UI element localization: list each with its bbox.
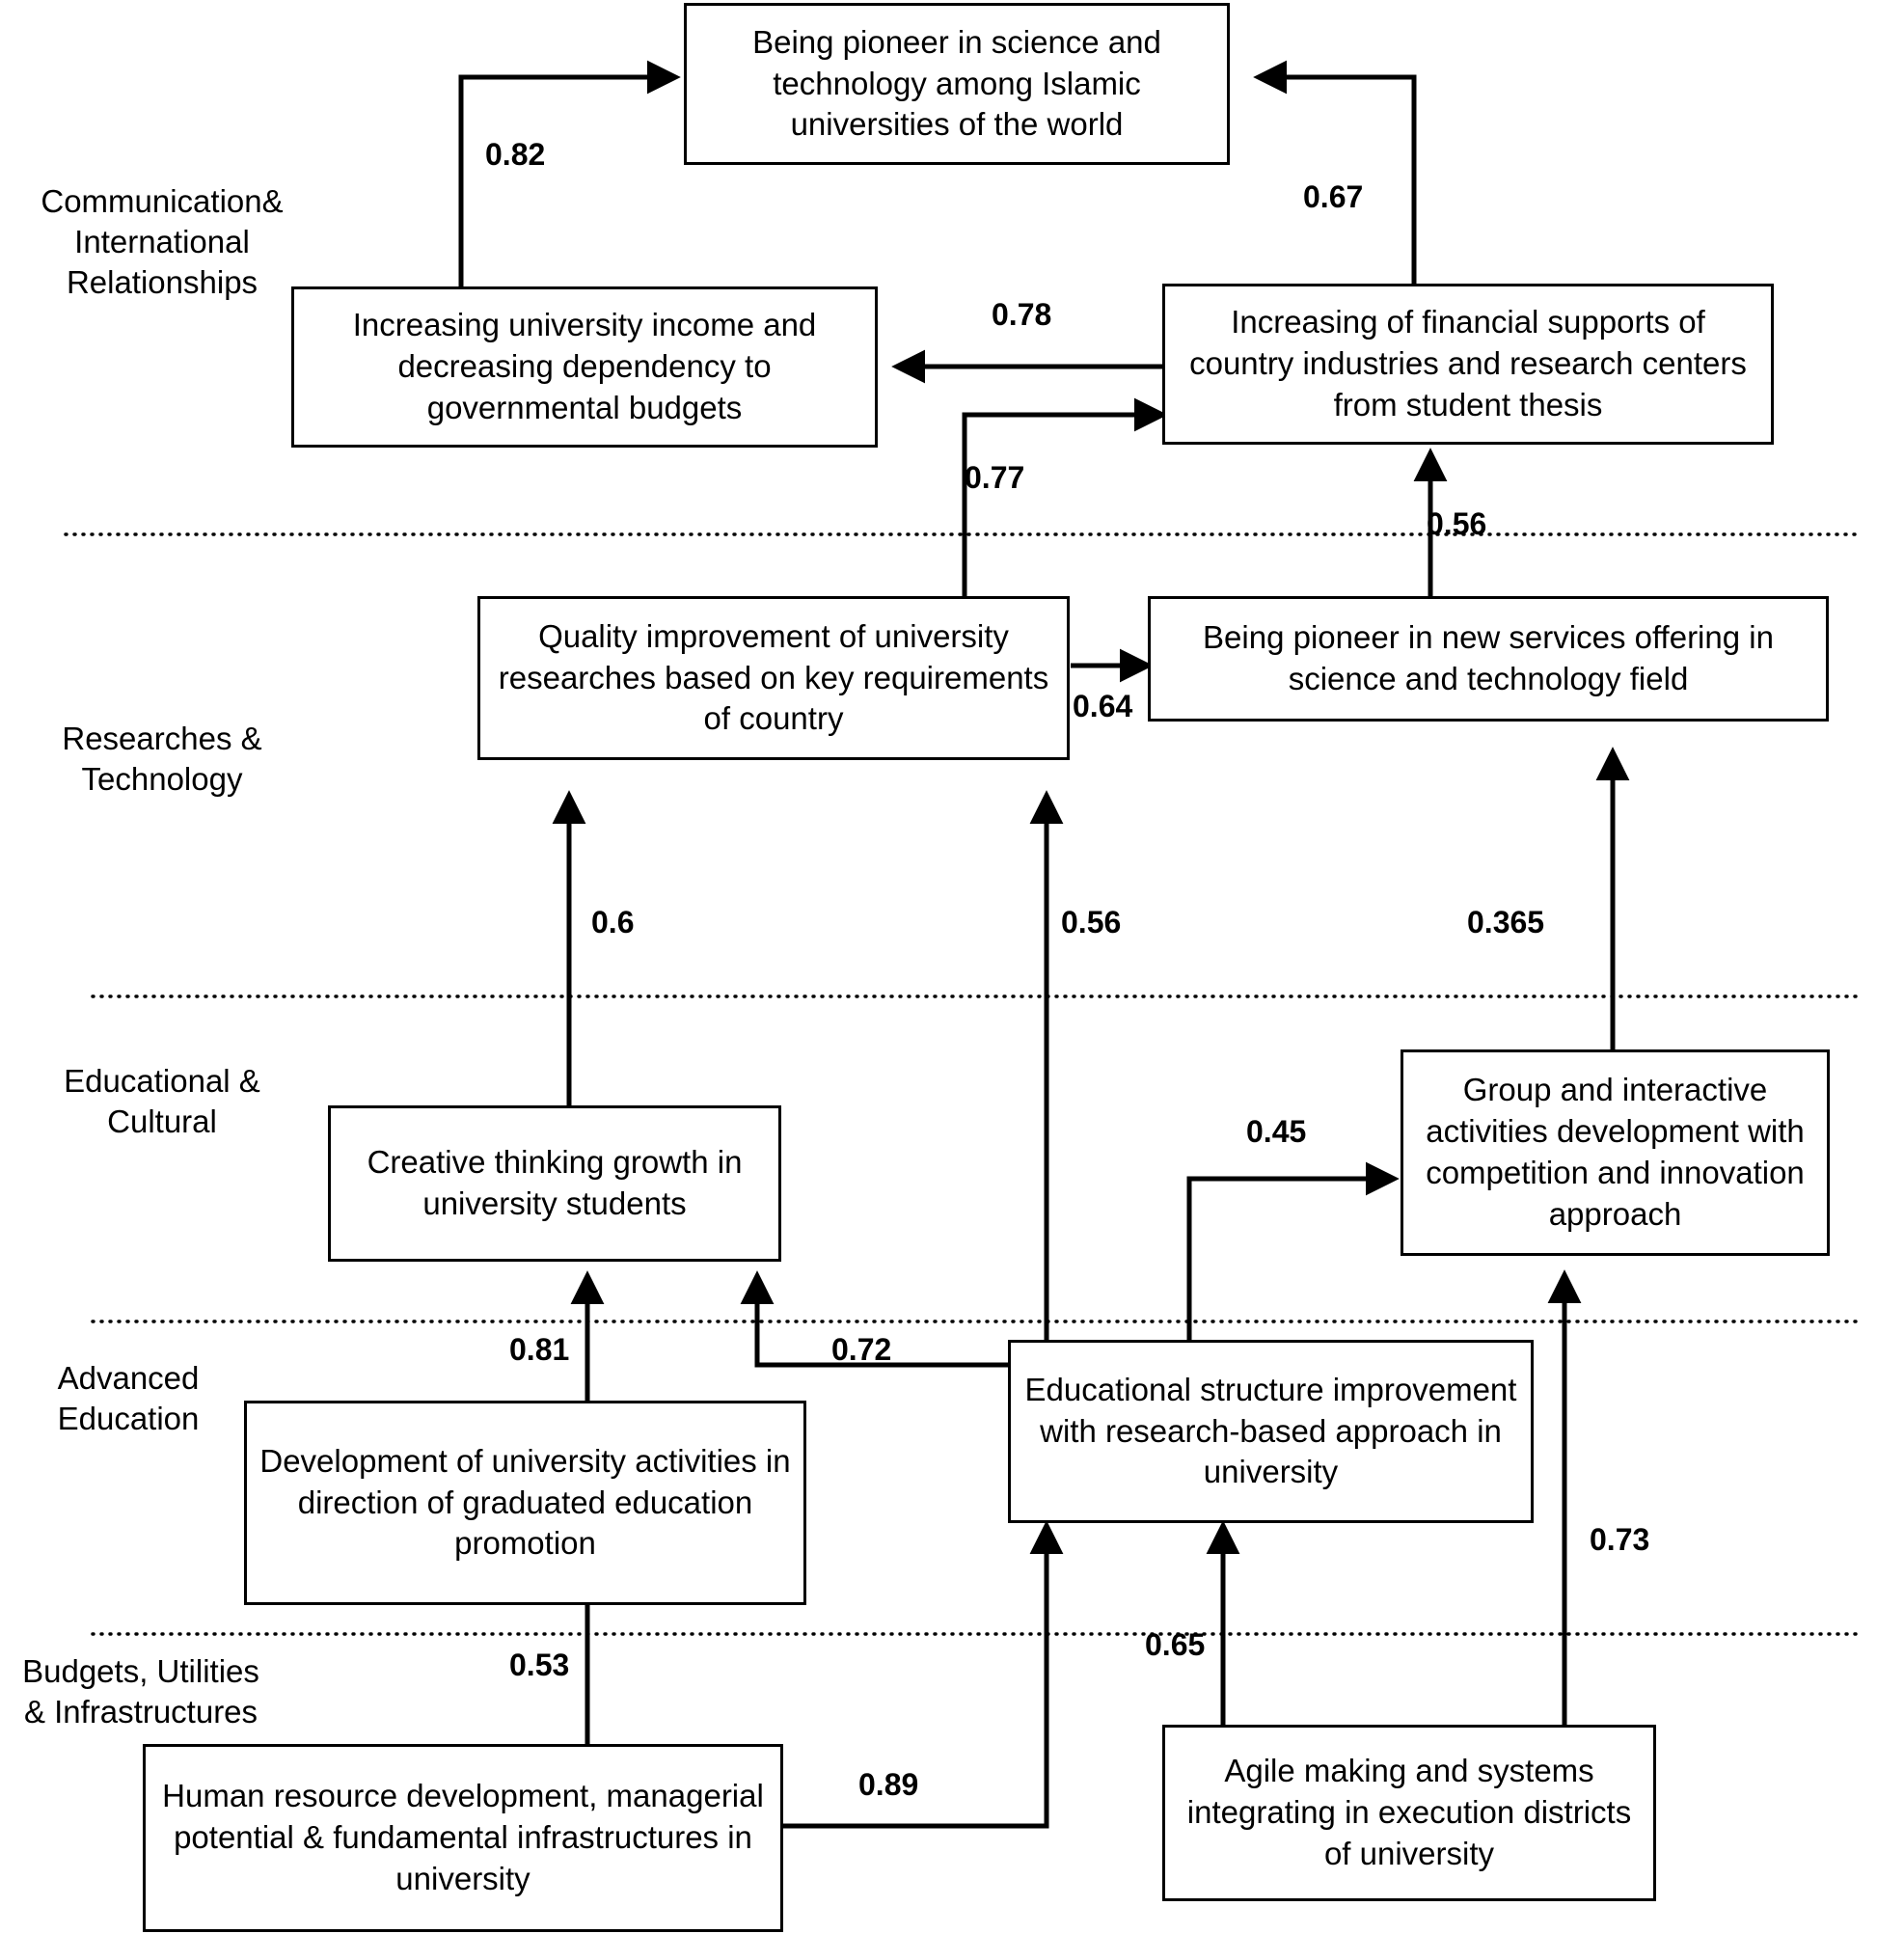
node-label: Increasing of financial supports of coun… [1189,304,1747,422]
edge-increasing-income-to-pioneer-islamic [458,60,681,287]
node-label: Quality improvement of university resear… [498,617,1049,737]
node-group-activities[interactable]: Group and interactive activities develop… [1401,1049,1830,1256]
node-creative-thinking[interactable]: Creative thinking growth in university s… [328,1105,781,1262]
node-label: Agile making and systems integrating in … [1186,1753,1632,1871]
node-increasing-income[interactable]: Increasing university income and decreas… [291,286,878,448]
perspective-label-advanced: Advanced Education [57,1360,200,1437]
perspective-label-educational: Educational & Cultural [64,1063,260,1140]
edge-weight-0-78: 0.78 [992,297,1052,332]
perspective-label-communication: Communication& International Relationshi… [41,183,284,301]
node-label: Group and interactive activities develop… [1426,1072,1805,1232]
node-development-activities[interactable]: Development of university activities in … [244,1401,806,1605]
edge-weight-0-82: 0.82 [485,137,546,172]
edge-weight-0-53: 0.53 [509,1648,570,1682]
perspective-label-budgets: Budgets, Utilities & Infrastructures [22,1653,259,1730]
node-financial-supports[interactable]: Increasing of financial supports of coun… [1162,284,1774,445]
node-label: Being pioneer in new services offering i… [1203,619,1774,696]
node-pioneer-services[interactable]: Being pioneer in new services offering i… [1148,596,1829,722]
edge-weight-0-65: 0.65 [1145,1627,1206,1662]
node-educational-structure[interactable]: Educational structure improvement with r… [1008,1340,1534,1523]
node-label: Creative thinking growth in university s… [367,1144,743,1221]
perspective-label-research: Researches & Technology [62,721,262,798]
edge-weight-0-45: 0.45 [1246,1114,1307,1149]
edge-weight-0-6: 0.6 [591,905,635,940]
edge-quality-improvement-to-financial-supports [962,397,1168,603]
edge-weight-0-67: 0.67 [1303,179,1364,214]
node-label: Human resource development, managerial p… [162,1778,764,1896]
edge-weight-0-72: 0.72 [831,1332,892,1367]
node-quality-improvement[interactable]: Quality improvement of university resear… [477,596,1070,760]
edge-weight-0-73: 0.73 [1590,1522,1650,1557]
edge-weight-0-77: 0.77 [965,460,1025,495]
node-pioneer-islamic[interactable]: Being pioneer in science and technology … [684,3,1230,165]
node-agile-making[interactable]: Agile making and systems integrating in … [1162,1725,1656,1901]
edge-weight-0-56-services-financial: 0.56 [1427,506,1487,541]
node-label: Being pioneer in science and technology … [752,23,1161,143]
edge-weight-0-64: 0.64 [1073,689,1133,723]
edge-weight-0-365: 0.365 [1467,905,1545,940]
edge-educational-structure-to-group-activities [1186,1161,1400,1343]
edge-weight-0-56-structure-quality: 0.56 [1061,905,1122,940]
edge-weight-0-89: 0.89 [858,1767,919,1802]
node-label: Educational structure improvement with r… [1024,1371,1517,1490]
node-label: Increasing university income and decreas… [352,307,817,425]
node-label: Development of university activities in … [259,1442,791,1562]
edge-weight-0-81: 0.81 [509,1332,570,1367]
node-human-resource[interactable]: Human resource development, managerial p… [143,1744,783,1932]
